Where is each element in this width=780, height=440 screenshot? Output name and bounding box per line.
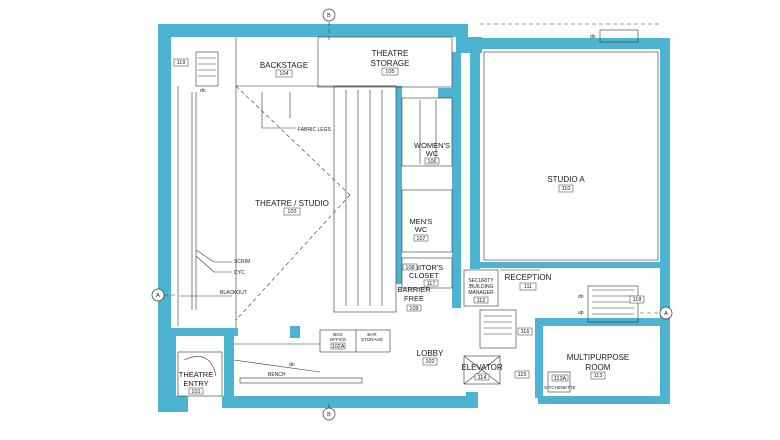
room-kitchenette-name: KITCHENETTE [544, 385, 575, 390]
room-reception-name: RECEPTION [505, 273, 552, 282]
room-multipurpose-name-2: ROOM [586, 363, 611, 372]
room-multipurpose-number: 113 [594, 373, 603, 379]
room-box-office-name-2: OFFICE [330, 337, 347, 342]
grid-label-right: A [664, 311, 668, 317]
annotation-dn-east: dn [578, 294, 584, 300]
room-security-name-3: MANAGER [468, 290, 494, 296]
stair-119-number: 119 [177, 60, 186, 66]
room-womens-name-1: WOMEN'S [414, 141, 450, 150]
annotation-bench: BENCH [268, 372, 286, 378]
grid-markers: B B A A [151, 8, 673, 421]
room-entry-name-1: THEATRE [179, 370, 213, 379]
annotation-blackout: BLACKOUT [220, 290, 247, 296]
room-womens-number: 106 [427, 159, 436, 165]
room-entry-name-2: ENTRY [183, 379, 208, 388]
annotation-scrim: SCRIM [234, 259, 250, 265]
room-barrier-name-1: BARRIER [397, 285, 431, 294]
room-storage-name-2: STORAGE [371, 59, 410, 68]
room-storage-name-1: THEATRE [372, 49, 409, 58]
room-studio-a-number: 110 [562, 186, 571, 192]
room-mens-name-1: MEN'S [409, 217, 432, 226]
room-theatre-number: 103 [287, 209, 296, 215]
corridor-115-number: 115 [518, 372, 527, 378]
grid-label-bottom: B [327, 412, 331, 418]
room-barrier-number: 109 [409, 306, 418, 312]
interior-lines [177, 23, 660, 397]
room-bar-name-1: BAR [367, 332, 377, 337]
room-multipurpose-name-1: MULTIPURPOSE [567, 353, 630, 362]
room-janitor-name-1: JANITOR'S [405, 263, 443, 272]
room-studio-a-name: STUDIO A [547, 175, 585, 184]
room-bar-name-2: STORAGE [361, 337, 383, 342]
room-lobby-name: LOBBY [417, 349, 444, 358]
room-backstage-number: 104 [279, 71, 288, 77]
annotation-fabric-legs: FABRIC LEGS [298, 127, 331, 133]
room-labels: BACKSTAGE 104 THEATRE STORAGE 105 THEATR… [173, 49, 645, 395]
annotation-cyc: CYC [234, 270, 245, 276]
room-elevator-number: 114 [478, 375, 487, 381]
room-box-office-number: 102A [332, 344, 345, 350]
room-entry-number: 101 [191, 389, 200, 395]
room-security-number: 112 [477, 298, 486, 304]
room-mens-number: 107 [416, 236, 425, 242]
grid-label-top: B [327, 13, 331, 19]
grid-bubble-left [151, 288, 165, 302]
room-theatre-name: THEATRE / STUDIO [255, 199, 329, 208]
room-womens-name-2: WC [426, 149, 439, 158]
room-elevator-name: ELEVATOR [461, 363, 503, 372]
grid-bubble-bottom [322, 407, 336, 421]
room-barrier-name-2: FREE [404, 294, 424, 303]
annotation-dn-lobby: dn [289, 362, 295, 368]
room-lobby-number: 102 [425, 359, 434, 365]
room-reception-number: 111 [524, 284, 532, 290]
annotations: FABRIC LEGS SCRIM CYC BLACKOUT BENCH dn … [200, 34, 596, 378]
corridor-116-number: 116 [521, 329, 530, 335]
grid-bubble-right [659, 306, 673, 320]
walls [158, 24, 670, 412]
room-kitchenette-number: 113A [554, 376, 567, 382]
stair-118-number: 118 [633, 297, 642, 303]
room-backstage-name: BACKSTAGE [260, 61, 308, 70]
passage-117-number: 117 [427, 281, 436, 287]
room-mens-name-2: WC [415, 225, 428, 234]
room-security-name-2: /BUILDING [468, 284, 493, 290]
room-janitor-number: 108 [405, 265, 414, 271]
room-janitor-name-2: CLOSET [409, 271, 439, 280]
grid-label-left: A [156, 293, 160, 299]
room-box-office-name-1: BOX [333, 332, 343, 337]
room-security-name-1: SECURITY [468, 278, 494, 284]
annotation-dn-ne: dn [590, 34, 596, 40]
annotation-up-east: up [578, 310, 584, 316]
room-storage-number: 105 [385, 69, 394, 75]
annotation-dn-nw: dn [200, 88, 206, 94]
grid-bubble-top [322, 8, 336, 22]
